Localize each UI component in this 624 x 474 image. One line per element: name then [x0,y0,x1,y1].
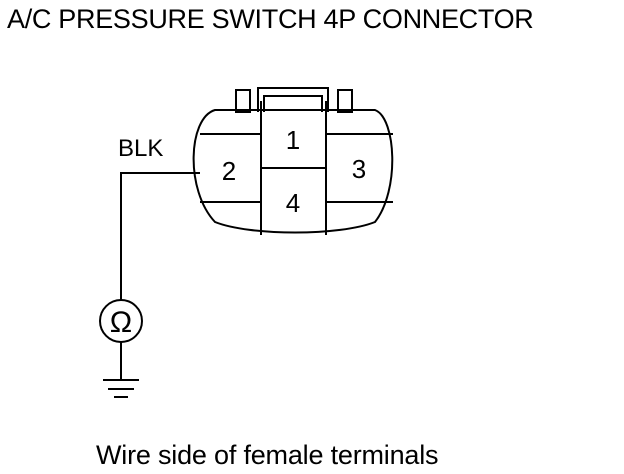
terminal-1-label: 1 [286,125,300,155]
diagram-caption: Wire side of female terminals [96,440,439,470]
terminal-3-label: 3 [352,154,366,184]
ground-symbol [103,342,139,398]
diagram-title: A/C PRESSURE SWITCH 4P CONNECTOR [7,4,534,34]
ohmmeter-icon: Ω [110,306,132,339]
terminal-cavity-lines [200,101,393,235]
wire-color-label: BLK [118,135,163,162]
connector-housing [192,109,394,234]
terminal-2-label: 2 [222,156,236,186]
terminal-4-label: 4 [286,188,300,218]
connector-lock-tab [235,87,353,113]
test-wire [120,172,200,301]
